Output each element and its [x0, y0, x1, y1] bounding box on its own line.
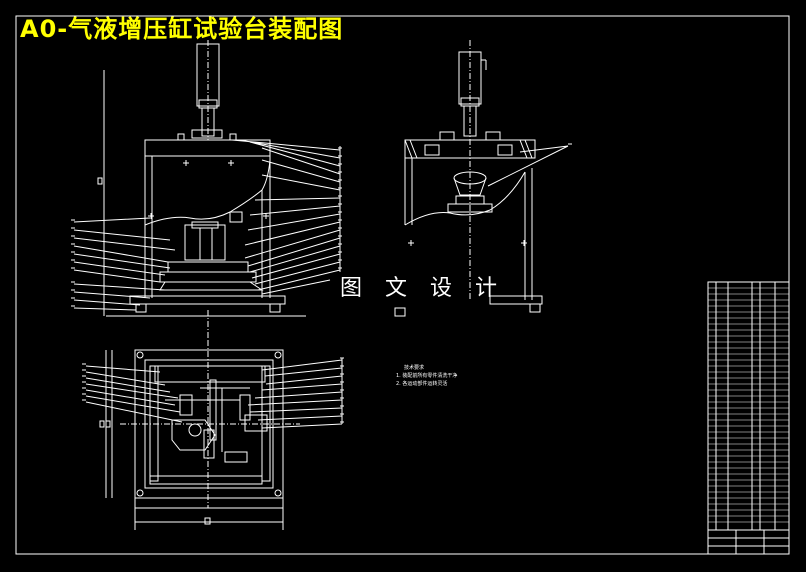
- technical-notes-title: 技术要求: [404, 365, 425, 371]
- drawing-title: A0-气液增压缸试验台装配图: [20, 15, 344, 43]
- parts-list-table: [707, 281, 790, 555]
- side-view: [394, 40, 572, 317]
- watermark-text: 图 文 设 计: [340, 276, 505, 301]
- technical-note-line: 1. 装配前所有零件清洗干净: [396, 373, 458, 379]
- technical-notes: 技术要求 1. 装配前所有零件清洗干净 2. 各运动部件运转灵活: [396, 364, 457, 388]
- technical-note-line: 2. 各运动部件运转灵活: [396, 381, 448, 387]
- top-view: [82, 340, 344, 530]
- front-view: [71, 40, 342, 338]
